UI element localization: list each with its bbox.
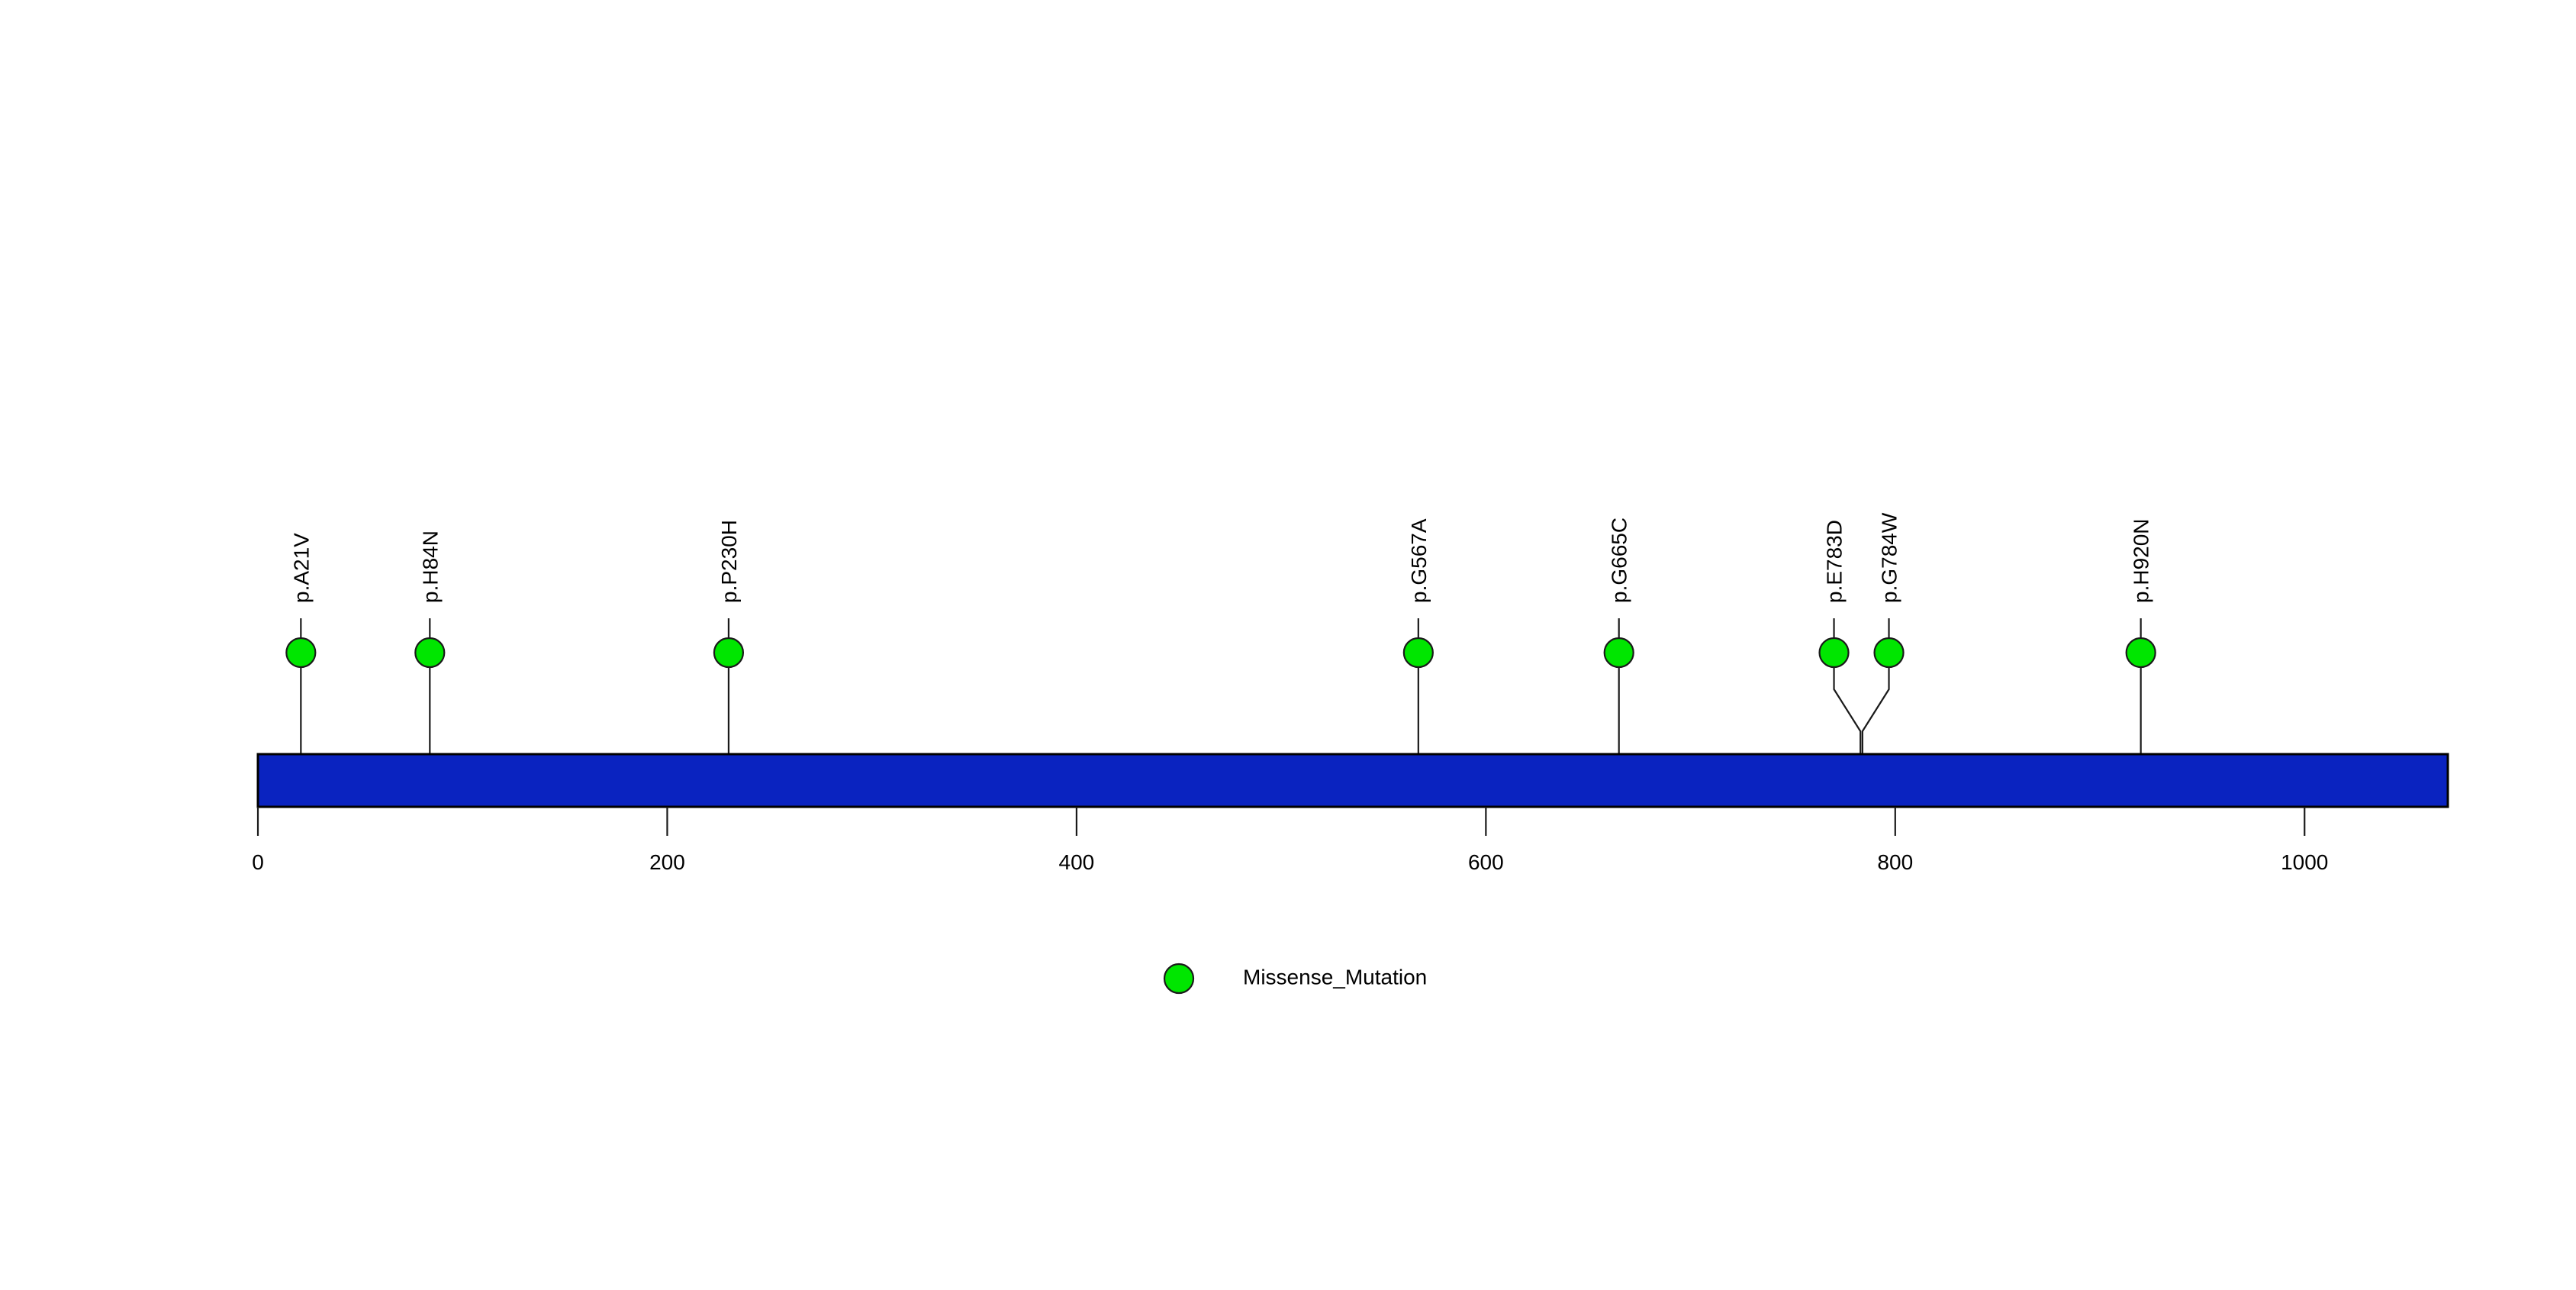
mutation-label: p.H84N [418, 531, 442, 603]
x-axis-tick-label: 1000 [2281, 850, 2328, 874]
mutation-labels-group: p.A21V p.H84N p.P230H p.G567A p.G665C p.E783D… [289, 512, 2153, 603]
x-axis-tick-label: 200 [649, 850, 685, 874]
legend-group: Missense_Mutation [1163, 963, 1427, 995]
legend-marker-icon [1163, 963, 1195, 995]
x-axis-group: 0 200 400 600 800 1000 [252, 807, 2328, 874]
lollipop-head[interactable] [285, 637, 317, 669]
lollipop-head[interactable] [1603, 637, 1634, 669]
lollipop-head[interactable] [1402, 637, 1434, 669]
mutation-label: p.G567A [1407, 518, 1431, 603]
x-axis-tick-label: 0 [252, 850, 264, 874]
mutation-label: p.A21V [289, 533, 313, 603]
lollipop-head[interactable] [2125, 637, 2156, 669]
lollipop-head[interactable] [713, 637, 745, 669]
mutation-label: p.G784W [1878, 512, 1901, 603]
lollipop-head[interactable] [1873, 637, 1905, 669]
lollipop-heads-group [285, 637, 2156, 669]
mutation-label: p.G665C [1608, 518, 1631, 603]
mutation-label: p.E783D [1823, 520, 1847, 603]
x-axis-tick-label: 600 [1468, 850, 1504, 874]
mutation-label: p.P230H [717, 520, 741, 603]
x-axis-tick-label: 800 [1877, 850, 1913, 874]
protein-domain-bar[interactable] [256, 753, 2449, 808]
protein-domain-bar-group [256, 753, 2449, 808]
lollipop-head[interactable] [1818, 637, 1850, 669]
x-axis-tick-label: 400 [1059, 850, 1095, 874]
lollipop-head[interactable] [414, 637, 446, 669]
mutation-label: p.H920N [2130, 518, 2153, 603]
legend-label: Missense_Mutation [1243, 965, 1427, 988]
